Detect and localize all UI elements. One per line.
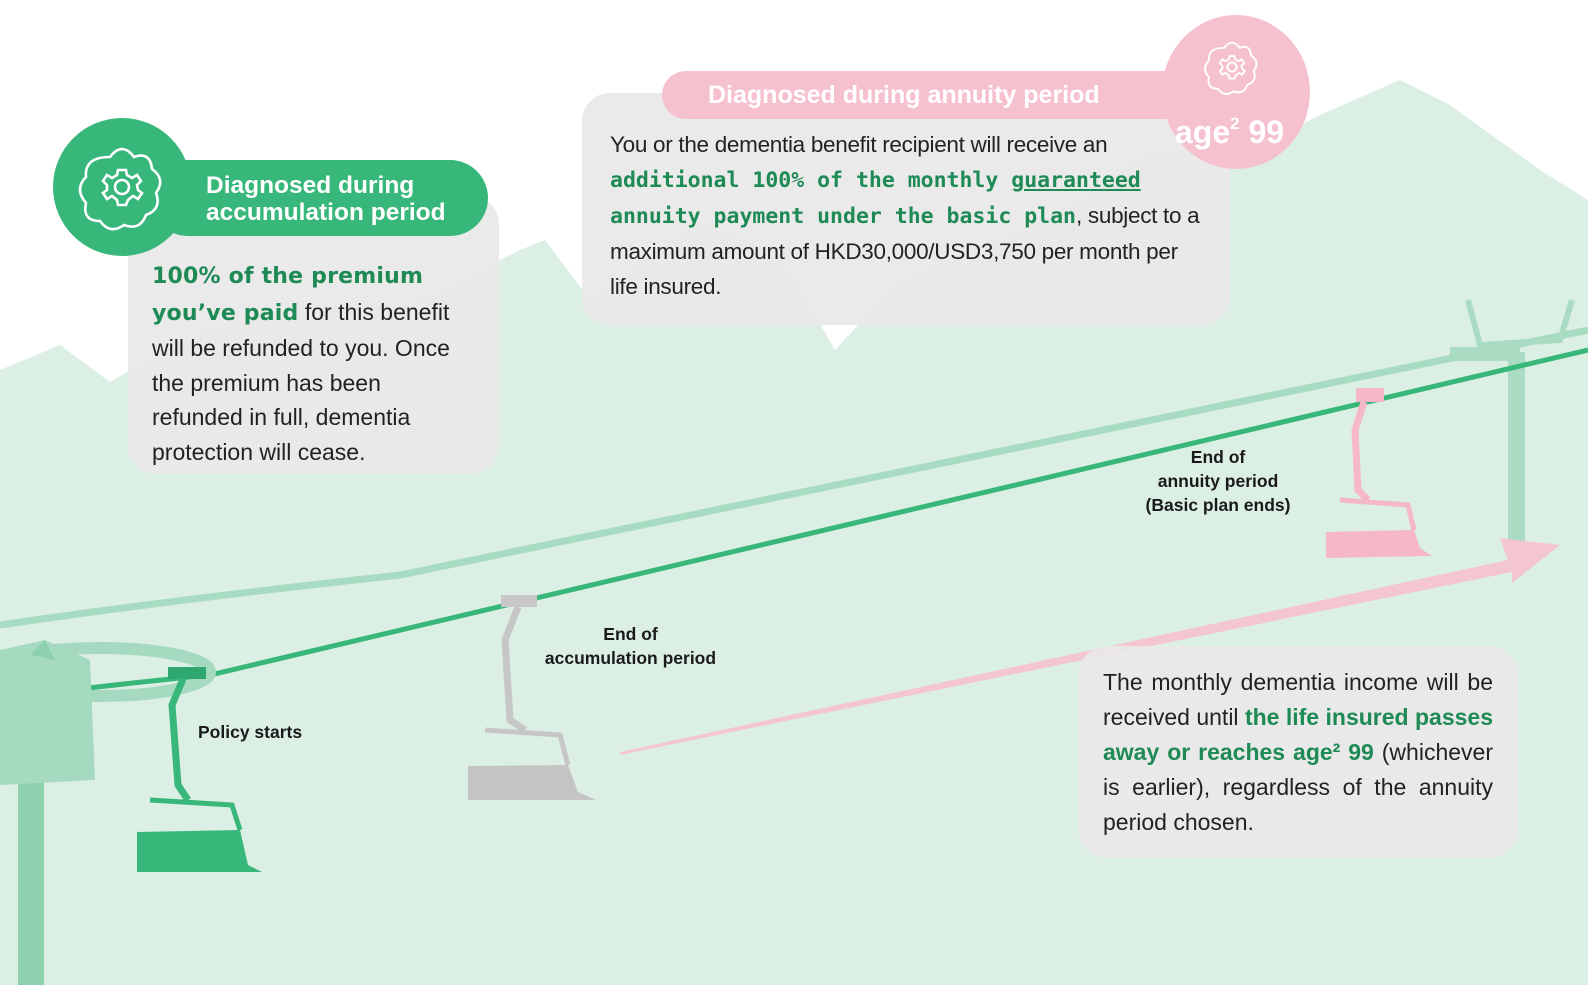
annuity-heading-text: Diagnosed during annuity period [708,81,1100,109]
annuity-badge: age2 99 [1162,15,1310,169]
annuity-intro: You or the dementia benefit recipient wi… [610,132,1108,157]
income-arrow [620,538,1560,755]
flower-gear-icon [1204,41,1258,95]
accumulation-info-card: 100% of the premium you’ve paid for this… [128,196,499,474]
chair-end-annuity [1326,388,1432,558]
income-highlight: the life insured passes away or reaches … [1103,704,1493,765]
annuity-heading: Diagnosed during annuity period [662,71,1222,119]
annuity-info-card: You or the dementia benefit recipient wi… [582,93,1230,325]
chair-end-accumulation [468,595,596,800]
label-end-annuity: End of annuity period (Basic plan ends) [1118,445,1318,517]
accumulation-heading-line2: accumulation period [206,199,446,226]
label-end-accumulation: End of accumulation period [528,622,733,670]
annuity-rest: , subject to a maximum amount of HKD30,0… [610,203,1200,299]
label-end-annuity-line2: annuity period [1157,471,1279,491]
accumulation-heading: Diagnosed during accumulation period [150,160,488,236]
accumulation-rest: for this benefit will be refunded to you… [152,298,450,465]
label-end-annuity-line3: (Basic plan ends) [1145,495,1291,515]
accumulation-description: 100% of the premium you’ve paid for this… [152,258,475,469]
start-tower [0,640,216,985]
flower-gear-icon [78,147,162,231]
label-policy-starts: Policy starts [198,722,303,742]
annuity-highlight-a: additional 100% of the monthly [610,168,1012,193]
income-info-card: The monthly dementia income will be rece… [1078,646,1518,858]
back-cable [0,326,1588,629]
label-end-annuity-line1: End of [1190,447,1246,467]
annuity-highlight-b: annuity payment under the basic plan [610,204,1076,229]
accumulation-highlight: 100% of the premium you’ve paid [152,264,424,326]
income-intro: The monthly dementia income will be rece… [1103,669,1493,730]
chair-policy-start [137,667,262,872]
accumulation-badge [53,118,191,256]
back-tower [1450,299,1575,542]
income-rest: (whichever is earlier), regardless of th… [1103,739,1493,835]
age-word: age [1175,114,1231,150]
age-value: 99 [1248,114,1285,150]
label-end-accumulation-line2: accumulation period [544,648,717,668]
age-footnote: 2 [1230,114,1240,133]
annuity-description: You or the dementia benefit recipient wi… [610,127,1202,304]
age-99-label: age2 99 [1175,107,1284,149]
annuity-highlight-underlined: guaranteed [1011,168,1141,193]
income-description: The monthly dementia income will be rece… [1103,665,1493,840]
label-end-accumulation-line1: End of [603,624,658,644]
accumulation-heading-line1: Diagnosed during [206,172,415,199]
